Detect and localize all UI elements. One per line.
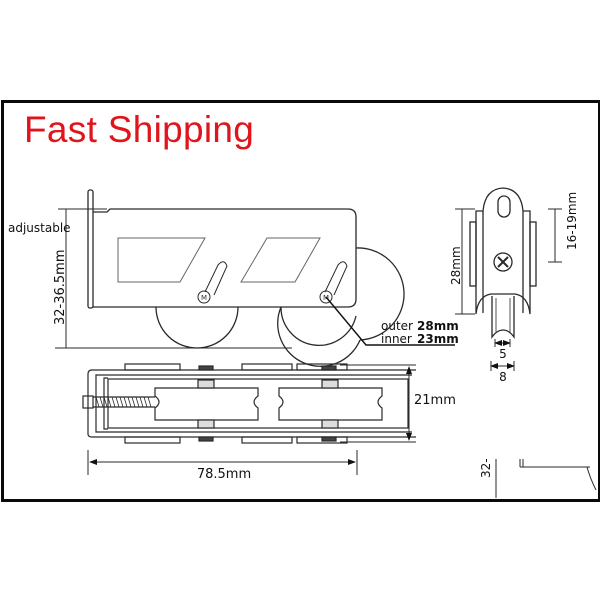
housing-outline bbox=[87, 369, 416, 438]
adjust-range-label: 16-19mm bbox=[565, 192, 579, 250]
end-height-label: 28mm bbox=[449, 246, 463, 285]
inner-diameter-value: 23mm bbox=[417, 332, 459, 346]
inner-label: inner bbox=[381, 332, 412, 346]
wheel-left bbox=[155, 306, 239, 349]
outer-diameter-value: 28mm bbox=[417, 319, 459, 333]
diagram-frame bbox=[1, 100, 600, 502]
height-range-label: 32-36.5mm bbox=[53, 249, 68, 325]
top-view bbox=[82, 363, 416, 475]
partial-cut-label: 32- bbox=[479, 458, 493, 478]
window-left bbox=[117, 237, 206, 283]
body-plate bbox=[93, 208, 357, 308]
adjustable-tab bbox=[87, 189, 94, 309]
top-wheel-right bbox=[278, 387, 383, 421]
top-length-label: 78.5mm bbox=[197, 467, 251, 482]
svg-text:M: M bbox=[201, 294, 207, 302]
groove-width-label: 5 bbox=[499, 347, 507, 361]
wheel-right bbox=[280, 247, 405, 346]
cross-screw-icon bbox=[493, 252, 513, 272]
end-view bbox=[455, 187, 562, 371]
wheel-width-label: 8 bbox=[499, 370, 507, 384]
adjust-screw-head bbox=[82, 395, 94, 409]
fast-shipping-headline: Fast Shipping bbox=[24, 109, 255, 150]
partial-view bbox=[495, 459, 597, 498]
outer-label: outer bbox=[381, 319, 413, 333]
adjust-slot-left: M bbox=[197, 261, 228, 304]
wheel-leader-line bbox=[325, 296, 455, 346]
adjustable-label: adjustable bbox=[8, 221, 71, 235]
mount-hole bbox=[497, 195, 511, 218]
adjust-screw-thread bbox=[95, 396, 152, 408]
top-wheel-left bbox=[154, 387, 259, 421]
top-width-label: 21mm bbox=[414, 393, 456, 408]
end-body bbox=[475, 187, 531, 315]
window-right bbox=[240, 237, 321, 283]
side-view: M M bbox=[55, 189, 455, 367]
end-wheel bbox=[491, 296, 515, 340]
adjust-slot-right: M bbox=[319, 261, 348, 304]
